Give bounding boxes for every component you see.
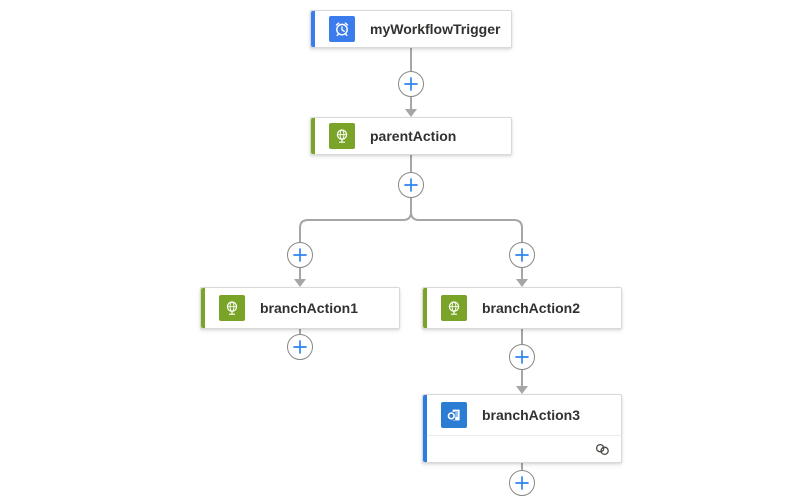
node-branchaction3[interactable]: branchAction3 (422, 394, 622, 463)
node-accent-bar (423, 395, 427, 462)
insert-step-button-after-branch1[interactable] (287, 334, 313, 360)
insert-step-button-after-trigger[interactable] (398, 71, 424, 97)
insert-step-button-after-branch2[interactable] (509, 344, 535, 370)
node-footer (427, 435, 621, 462)
node-myworkflowtrigger[interactable]: myWorkflowTrigger (310, 10, 512, 48)
node-label: branchAction3 (482, 407, 581, 423)
node-label: branchAction1 (260, 300, 359, 316)
node-label: branchAction2 (482, 300, 581, 316)
arrowhead-parent (405, 109, 417, 117)
connection-rings-icon[interactable] (594, 442, 611, 457)
connector-split-right (410, 211, 523, 242)
globe-icon (219, 295, 245, 321)
globe-icon (441, 295, 467, 321)
node-label: myWorkflowTrigger (370, 21, 501, 37)
node-accent-bar (201, 288, 205, 328)
arrowhead-branch1 (294, 279, 306, 287)
node-accent-bar (423, 288, 427, 328)
node-accent-bar (311, 118, 315, 154)
node-parentaction[interactable]: parentAction (310, 117, 512, 155)
node-accent-bar (311, 11, 315, 47)
arrowhead-branch3 (516, 386, 528, 394)
insert-step-button-branch2-top[interactable] (509, 242, 535, 268)
insert-step-button-after-parent[interactable] (398, 172, 424, 198)
connector-split-left (299, 198, 412, 242)
node-branchaction1[interactable]: branchAction1 (200, 287, 400, 329)
node-label: parentAction (370, 128, 457, 144)
node-branchaction2[interactable]: branchAction2 (422, 287, 622, 329)
arrowhead-branch2 (516, 279, 528, 287)
insert-step-button-branch1-top[interactable] (287, 242, 313, 268)
insert-step-button-after-branch3[interactable] (509, 470, 535, 496)
alarm-clock-icon (329, 16, 355, 42)
globe-icon (329, 123, 355, 149)
outlook-icon (441, 402, 467, 428)
